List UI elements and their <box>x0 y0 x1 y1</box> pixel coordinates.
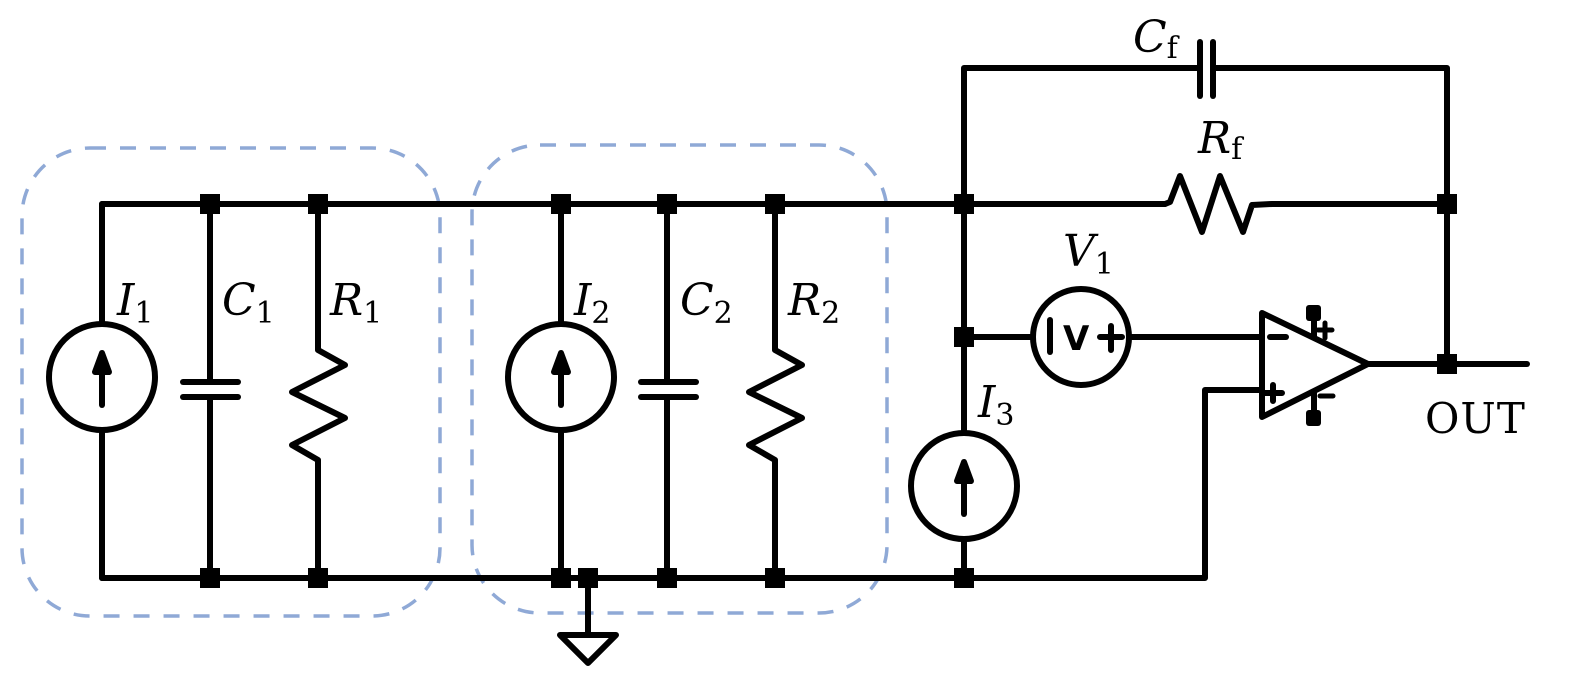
label-c1: C1 <box>222 275 275 331</box>
label-c2: C2 <box>680 275 733 331</box>
label-i2: I2 <box>573 275 610 331</box>
junction-node <box>308 194 328 214</box>
capacitor-c1 <box>180 201 241 581</box>
op-amp <box>1259 305 1371 426</box>
label-out: OUT <box>1425 394 1526 443</box>
junction-node <box>578 568 598 588</box>
arrow-up-icon <box>92 350 112 408</box>
junction-node <box>200 194 220 214</box>
label-r2: R2 <box>787 275 840 331</box>
capacitor-c2 <box>638 201 699 581</box>
non-inverting-input-plus-icon <box>1262 382 1285 404</box>
junction-node <box>200 568 220 588</box>
resistor-r2 <box>746 201 805 581</box>
current-source-i1 <box>46 201 158 581</box>
label-i1: I1 <box>116 275 153 331</box>
junction-node <box>308 568 328 588</box>
capacitor-cf <box>961 39 1450 207</box>
group-outline-stage-1 <box>20 146 442 618</box>
label-i3: I3 <box>977 377 1014 433</box>
current-source-i3 <box>908 430 1020 581</box>
supply-negative-terminal <box>1306 410 1321 426</box>
junction-node <box>1437 194 1457 214</box>
bottom-rail-wire <box>99 387 1263 581</box>
junction-node <box>657 194 677 214</box>
junction-node <box>551 194 571 214</box>
junction-nodes <box>200 194 1457 588</box>
current-source-i2 <box>505 201 617 581</box>
arrow-up-icon <box>954 459 974 517</box>
supply-plus-icon <box>1315 320 1335 341</box>
junction-node <box>954 194 974 214</box>
ground-symbol <box>557 575 619 666</box>
junction-node <box>1437 354 1457 374</box>
plus-icon <box>1097 323 1125 353</box>
supply-positive-terminal <box>1306 305 1321 321</box>
junction-node <box>954 327 974 347</box>
group-outline-stage-2 <box>470 143 889 615</box>
junction-node <box>657 568 677 588</box>
junction-node <box>765 568 785 588</box>
junction-node <box>765 194 785 214</box>
label-v1: V1 <box>1063 226 1114 282</box>
resistor-r1 <box>289 201 348 581</box>
junction-node <box>551 568 571 588</box>
label-rf: Rf <box>1197 113 1244 167</box>
resistor-rf <box>1162 173 1275 235</box>
voltage-source-v1: V <box>961 286 1265 388</box>
v1-symbol: V <box>1063 319 1090 359</box>
junction-node <box>954 568 974 588</box>
label-r1: R1 <box>329 275 382 331</box>
arrow-up-icon <box>551 350 571 408</box>
label-cf: Cf <box>1133 12 1180 66</box>
